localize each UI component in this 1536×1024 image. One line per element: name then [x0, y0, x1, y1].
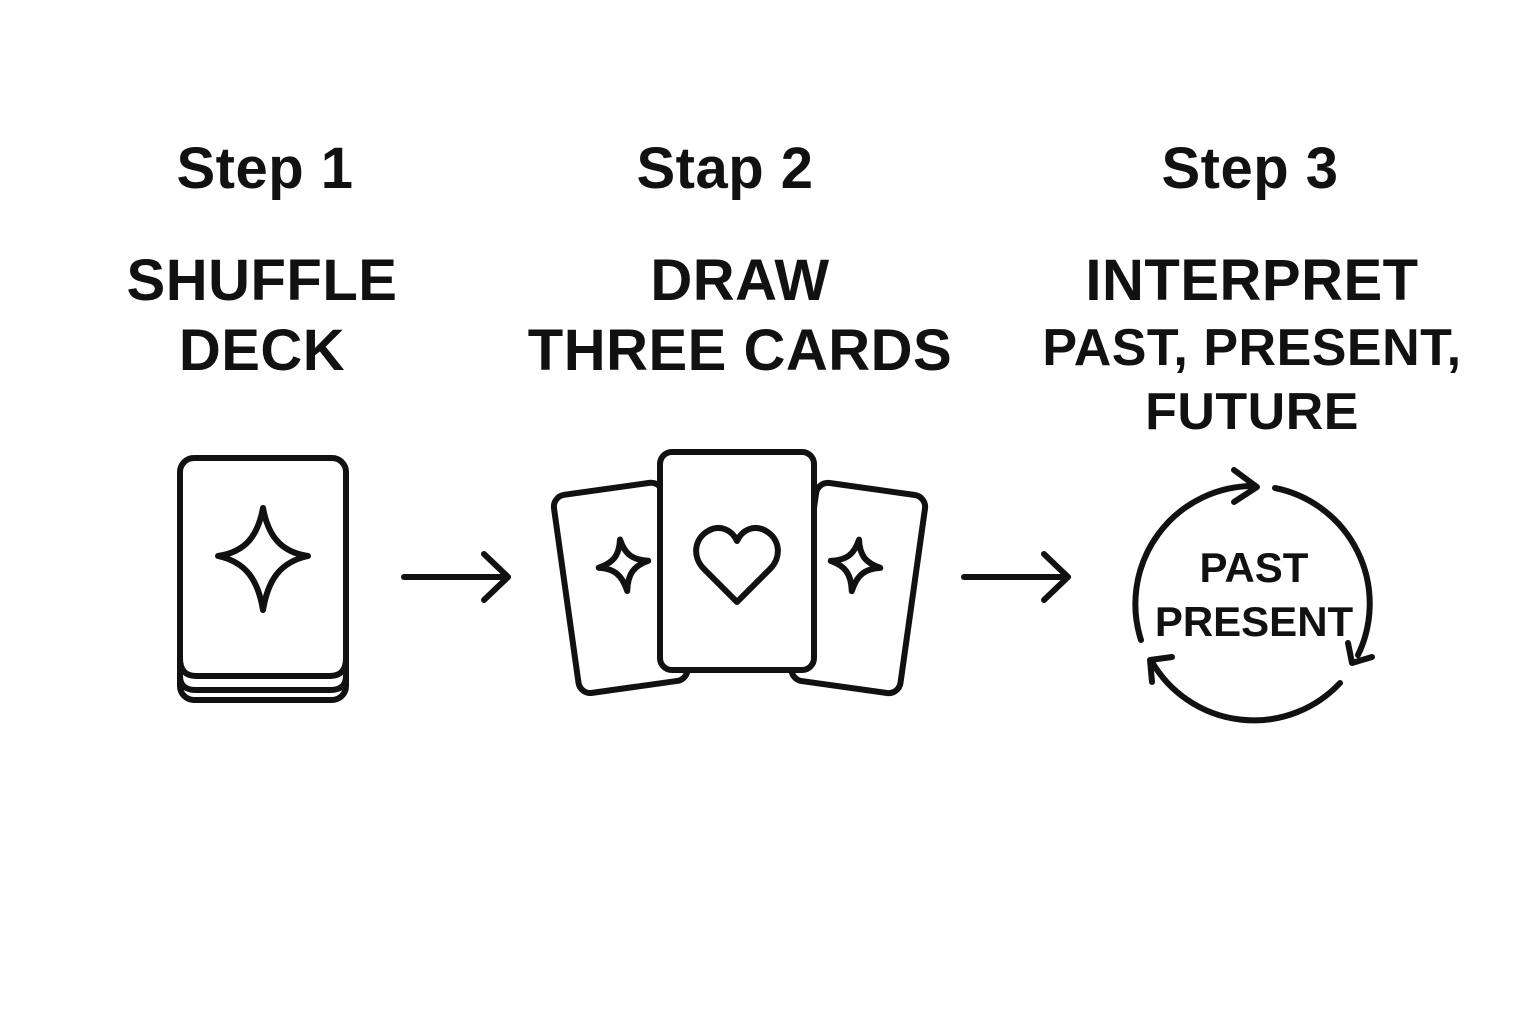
step-1-label: Step 1	[176, 136, 354, 201]
step-2-title-line-1: DRAW	[650, 248, 830, 313]
center-card	[657, 449, 817, 673]
right-card	[788, 479, 929, 697]
step-2-title: DRAW THREE CARDS	[528, 246, 952, 386]
step-1-title-line-1: SHUFFLE	[126, 248, 398, 313]
card-deck-icon	[177, 455, 349, 703]
cycle-text-present: PRESENT	[1155, 598, 1354, 645]
right-arrow-icon	[961, 551, 1071, 603]
cycle-icon	[1132, 467, 1375, 724]
step-3-title-line-2: PAST, PRESENT,	[1042, 319, 1462, 377]
step-3-label: Step 3	[1161, 136, 1339, 201]
step-1-title: SHUFFLE DECK	[127, 246, 398, 386]
three-cards-icon	[550, 449, 929, 697]
sparkle-icon	[215, 505, 311, 613]
step-2-label: Stap 2	[636, 136, 814, 201]
step-1-title-line-2: DECK	[178, 318, 346, 383]
heart-icon	[693, 525, 781, 605]
step-3-title-line-3: FUTURE	[1145, 383, 1359, 441]
sparkle-icon	[595, 536, 652, 595]
right-arrow-icon	[401, 551, 511, 603]
step-3-title: INTERPRET PAST, PRESENT, FUTURE	[1042, 246, 1461, 444]
step-2-title-line-2: THREE CARDS	[527, 318, 953, 383]
step-3-title-line-1: INTERPRET	[1085, 248, 1419, 313]
cycle-text-past: PAST	[1200, 544, 1309, 591]
sparkle-icon	[827, 536, 884, 595]
